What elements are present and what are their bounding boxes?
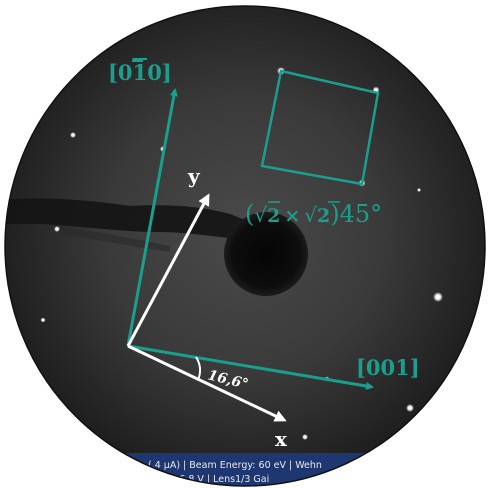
diffraction-spot xyxy=(40,317,46,323)
overbar-digit: 1 xyxy=(133,60,148,85)
diffraction-spot xyxy=(54,226,60,232)
diffraction-spot xyxy=(302,434,308,440)
diffraction-spot xyxy=(70,132,76,138)
y-axis-arrow xyxy=(126,193,210,347)
x-axis-label: x xyxy=(275,427,288,451)
reconstruction-label: (√2×√2)45° xyxy=(245,200,382,228)
horizontal-direction-label: [001] xyxy=(356,355,420,380)
coordinate-axes xyxy=(126,193,287,422)
electron-gun-shadow xyxy=(5,198,250,240)
diffraction-spot xyxy=(417,188,421,192)
status-bar-line-1: (.4 µA) | Beam Energy: 60 eV | Wehn xyxy=(148,460,322,471)
vertical-direction-arrow xyxy=(126,88,178,347)
diffraction-spot xyxy=(433,292,443,302)
teal-annotations xyxy=(126,69,380,390)
reconstruction-unit-cell xyxy=(260,69,380,186)
x-axis-arrow xyxy=(127,344,287,422)
diffraction-spots xyxy=(40,67,443,440)
electron-gun-aperture xyxy=(224,212,308,296)
horizontal-direction-arrow xyxy=(127,344,374,390)
y-axis-label: y xyxy=(187,164,201,188)
screen-rim xyxy=(4,5,486,487)
vertical-direction-label: [010] xyxy=(108,60,172,85)
diffraction-spot xyxy=(406,404,414,412)
status-bar-line-2: ffset: 6.8 V | Lens1/3 Gai xyxy=(152,474,269,485)
